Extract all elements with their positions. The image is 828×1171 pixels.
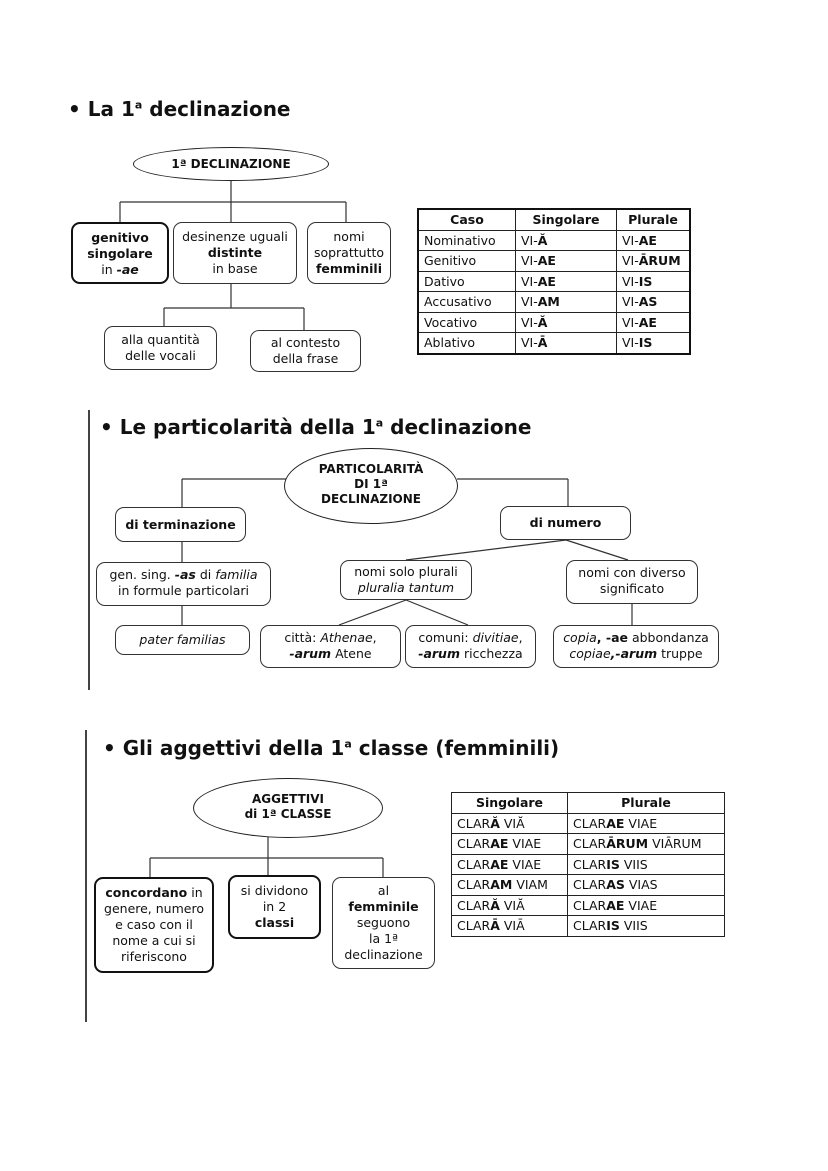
margin-bar — [88, 410, 90, 690]
concept-box-contesto: al contesto della frase — [250, 330, 361, 372]
table-row: CLARĀ VIĀ CLARIS VIIS — [451, 915, 725, 937]
concept-box-quantita: alla quantità delle vocali — [104, 326, 217, 370]
table-row: Dativo VI-AE VI-IS — [417, 270, 691, 292]
concept-box-pater: pater familias — [115, 625, 250, 655]
concept-oval: 1ª DECLINAZIONE — [133, 147, 329, 181]
concept-box-concordano: concordano in genere, numero e caso con … — [94, 877, 214, 973]
table-row: CLARAE VIAE CLARĀRUM VIĀRUM — [451, 833, 725, 855]
bullet: • — [68, 97, 88, 121]
bullet: • — [103, 736, 123, 760]
table-row: Vocativo VI-Ă VI-AE — [417, 311, 691, 333]
table-row: Ablativo VI-Ā VI-IS — [417, 332, 691, 354]
concept-oval: PARTICOLARITÀ DI 1ª DECLINAZIONE — [284, 448, 458, 524]
table-row: CLARĂ VIĂ CLARAE VIAE — [451, 812, 725, 834]
concept-box-desinenze: desinenze uguali distinte in base — [173, 222, 297, 284]
table-row: CLARAM VIAM CLARAS VIAS — [451, 874, 725, 896]
header-plurale: Plurale — [567, 792, 725, 814]
header-plurale: Plurale — [616, 208, 691, 231]
declension-table: Caso Singolare Plurale Nominativo VI-Ă V… — [417, 208, 691, 355]
concept-box-gen-sing: gen. sing. -as di familia in formule par… — [96, 562, 271, 606]
section-heading: • La 1a declinazione — [68, 97, 291, 121]
table-row: Accusativo VI-AM VI-AS — [417, 291, 691, 313]
table-row: Nominativo VI-Ă VI-AE — [417, 229, 691, 251]
concept-box-dividono: si dividono in 2 classi — [228, 875, 321, 939]
concept-box-diverso: nomi con diverso significato — [566, 560, 698, 604]
concept-box-nomi: nomi soprattutto femminili — [307, 222, 391, 284]
table-header-row: Caso Singolare Plurale — [417, 208, 691, 231]
concept-box-plurali: nomi solo plurali pluralia tantum — [340, 560, 472, 600]
concept-box-citta: città: Athenae, -arum Atene — [260, 625, 401, 668]
concept-oval: AGGETTIVI di 1ª CLASSE — [193, 778, 383, 838]
concept-box-femminile: al femminile seguono la 1ª declinazione — [332, 877, 435, 969]
table-row: CLARAE VIAE CLARIS VIIS — [451, 853, 725, 875]
section-heading: • Le particolarità della 1a declinazione — [100, 415, 532, 439]
header-caso: Caso — [417, 208, 516, 231]
table-row: CLARĂ VIĂ CLARAE VIAE — [451, 894, 725, 916]
bullet: • — [100, 415, 120, 439]
concept-box-copia: copia, -ae abbondanza copiae,-arum trupp… — [553, 625, 719, 668]
header-singolare: Singolare — [515, 208, 617, 231]
margin-bar — [85, 730, 87, 1022]
concept-box-genitivo: genitivo singolare in -ae — [71, 222, 169, 284]
concept-box-numero: di numero — [500, 506, 631, 540]
adjective-table: Singolare Plurale CLARĂ VIĂ CLARAE VIAE … — [451, 792, 725, 937]
section-heading: • Gli aggettivi della 1a classe (femmini… — [103, 736, 560, 760]
concept-box-terminazione: di terminazione — [115, 507, 246, 542]
table-header-row: Singolare Plurale — [451, 792, 725, 814]
table-row: Genitivo VI-AE VI-ĀRUM — [417, 250, 691, 272]
concept-box-comuni: comuni: divitiae, -arum ricchezza — [405, 625, 536, 668]
header-singolare: Singolare — [451, 792, 568, 814]
